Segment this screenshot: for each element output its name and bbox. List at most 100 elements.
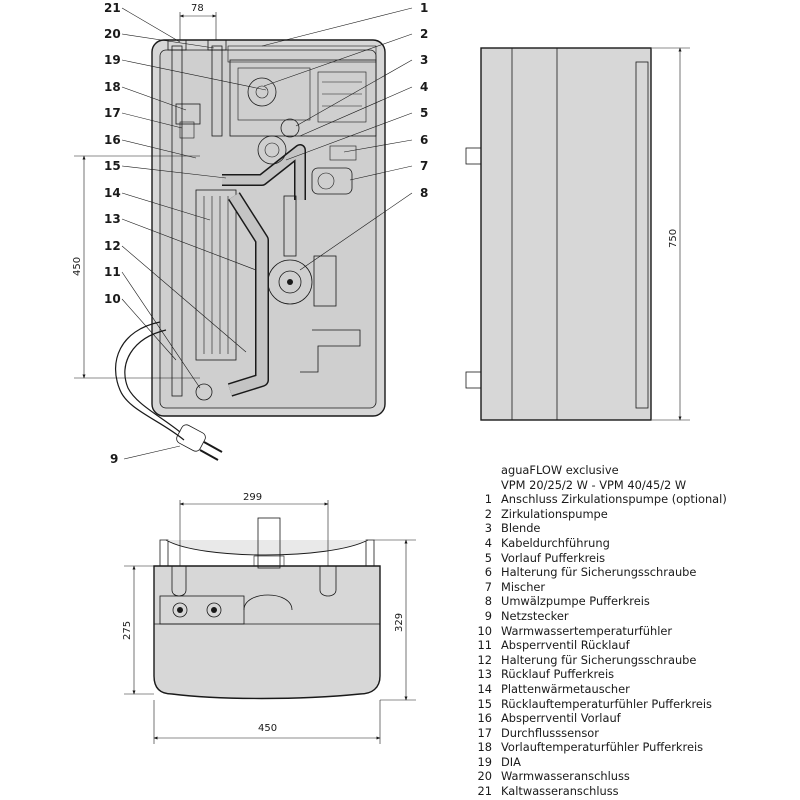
mains-plug [176,424,223,461]
legend-item: 2 Zirkulationspumpe [474,507,794,522]
legend-item-number: 5 [484,550,492,565]
legend-item-number: 13 [477,667,493,682]
legend-item: 17 Durchflusssensor [474,726,794,741]
dim-top-299: 299 [179,492,329,566]
left-callouts: 21 20 19 18 17 16 15 14 13 12 11 10 9 [104,1,121,466]
legend-item: 20 Warmwasseranschluss [474,769,794,784]
dim-450-top-label: 450 [258,723,277,734]
legend-item-text: Rücklauf Pufferkreis [501,667,615,682]
callout-1: 1 [420,1,428,15]
dim-78-label: 78 [191,3,204,14]
right-callouts: 1 2 3 4 5 6 7 8 [420,1,428,200]
legend-item-text: Blende [501,521,541,536]
callout-19: 19 [104,53,121,67]
top-connection-hole-1 [172,602,188,618]
cover-blende [280,118,300,138]
legend-item-number: 15 [477,696,493,711]
callout-10: 10 [104,292,121,306]
dim-275-label: 275 [122,621,133,640]
callout-15: 15 [104,159,121,173]
legend-item: 5 Vorlauf Pufferkreis [474,551,794,566]
legend-item-text: Warmwasseranschluss [501,769,630,784]
legend-item-number: 2 [484,506,492,521]
legend-item-text: Warmwassertemperaturfühler [501,623,673,638]
return-shutoff-valve [195,383,213,401]
callout-6: 6 [420,133,428,147]
callout-16: 16 [104,133,121,147]
callout-3: 3 [420,53,428,67]
legend-subtitle: VPM 20/25/2 W - VPM 40/45/2 W [501,477,687,492]
mixer [311,167,353,195]
legend-item-text: Vorlauftemperaturfühler Pufferkreis [501,740,704,755]
legend-item-number: 8 [484,594,492,609]
legend-item-number: 7 [484,579,492,594]
legend-item-text: Absperrventil Rücklauf [501,638,630,653]
legend-item-number: 11 [477,638,493,653]
left-leaders [121,7,267,460]
holder-screw-top [329,145,357,161]
side-connector-bottom [465,371,482,389]
callout-14: 14 [104,186,121,200]
legend-item-number: 1 [484,492,492,507]
cold-water-pipe [171,45,183,397]
legend-item-text: Zirkulationspumpe [501,506,608,521]
callout-8: 8 [420,186,428,200]
dim-top-450: 450 [153,700,381,744]
legend-item-text: Halterung für Sicherungsschraube [501,565,697,580]
legend-item-number: 12 [477,652,493,667]
side-view [465,47,652,421]
flow-sensor [175,103,201,125]
dim-front-450: 450 [72,155,200,379]
dim-750-label: 750 [668,229,679,248]
callout-13: 13 [104,212,121,226]
top-cabinet [153,565,381,700]
legend-title: aguaFLOW exclusive [501,463,619,477]
callout-20: 20 [104,27,121,41]
legend-item: 13 Rücklauf Pufferkreis [474,667,794,682]
callout-5: 5 [420,106,428,120]
legend-item: 15 Rücklauftemperaturfühler Pufferkreis [474,697,794,712]
legend-item-number: 4 [484,535,492,550]
legend-item-text: Absperrventil Vorlauf [501,711,621,726]
dim-top-275: 275 [122,565,154,695]
top-rear-flange [159,539,375,567]
legend-item-text: Plattenwärmetauscher [501,681,630,696]
legend-item-number: 20 [477,769,493,784]
buffer-pump [267,259,313,305]
legend-item-number: 6 [484,565,492,580]
legend-item-number: 9 [484,608,492,623]
legend-item-number: 19 [477,754,493,769]
legend-item-text: Vorlauf Pufferkreis [501,550,606,565]
front-view [115,39,386,461]
callout-7: 7 [420,159,428,173]
top-view [153,517,381,700]
legend-item-text: Durchflusssensor [501,725,599,740]
legend-item-text: Mischer [501,579,546,594]
top-bracket-right [319,566,337,597]
dim-450-label: 450 [72,257,83,276]
callout-11: 11 [104,265,121,279]
legend-item-text: Kaltwasseranschluss [501,784,619,799]
top-connection-hole-2 [206,602,222,618]
legend-item-number: 17 [477,725,493,740]
callout-21: 21 [104,1,121,15]
legend-item-number: 18 [477,740,493,755]
legend-item: 6 Halterung für Sicherungsschraube [474,565,794,580]
legend-item-number: 10 [477,623,493,638]
legend-item-text: DIA [501,754,521,769]
dim-329-label: 329 [394,613,405,632]
callout-18: 18 [104,80,121,94]
plate-heat-exchanger [195,189,237,361]
legend-item-text: Rücklauftemperaturfühler Pufferkreis [501,696,712,711]
legend-item: 10 Warmwassertemperaturfühler [474,624,794,639]
callout-2: 2 [420,27,428,41]
